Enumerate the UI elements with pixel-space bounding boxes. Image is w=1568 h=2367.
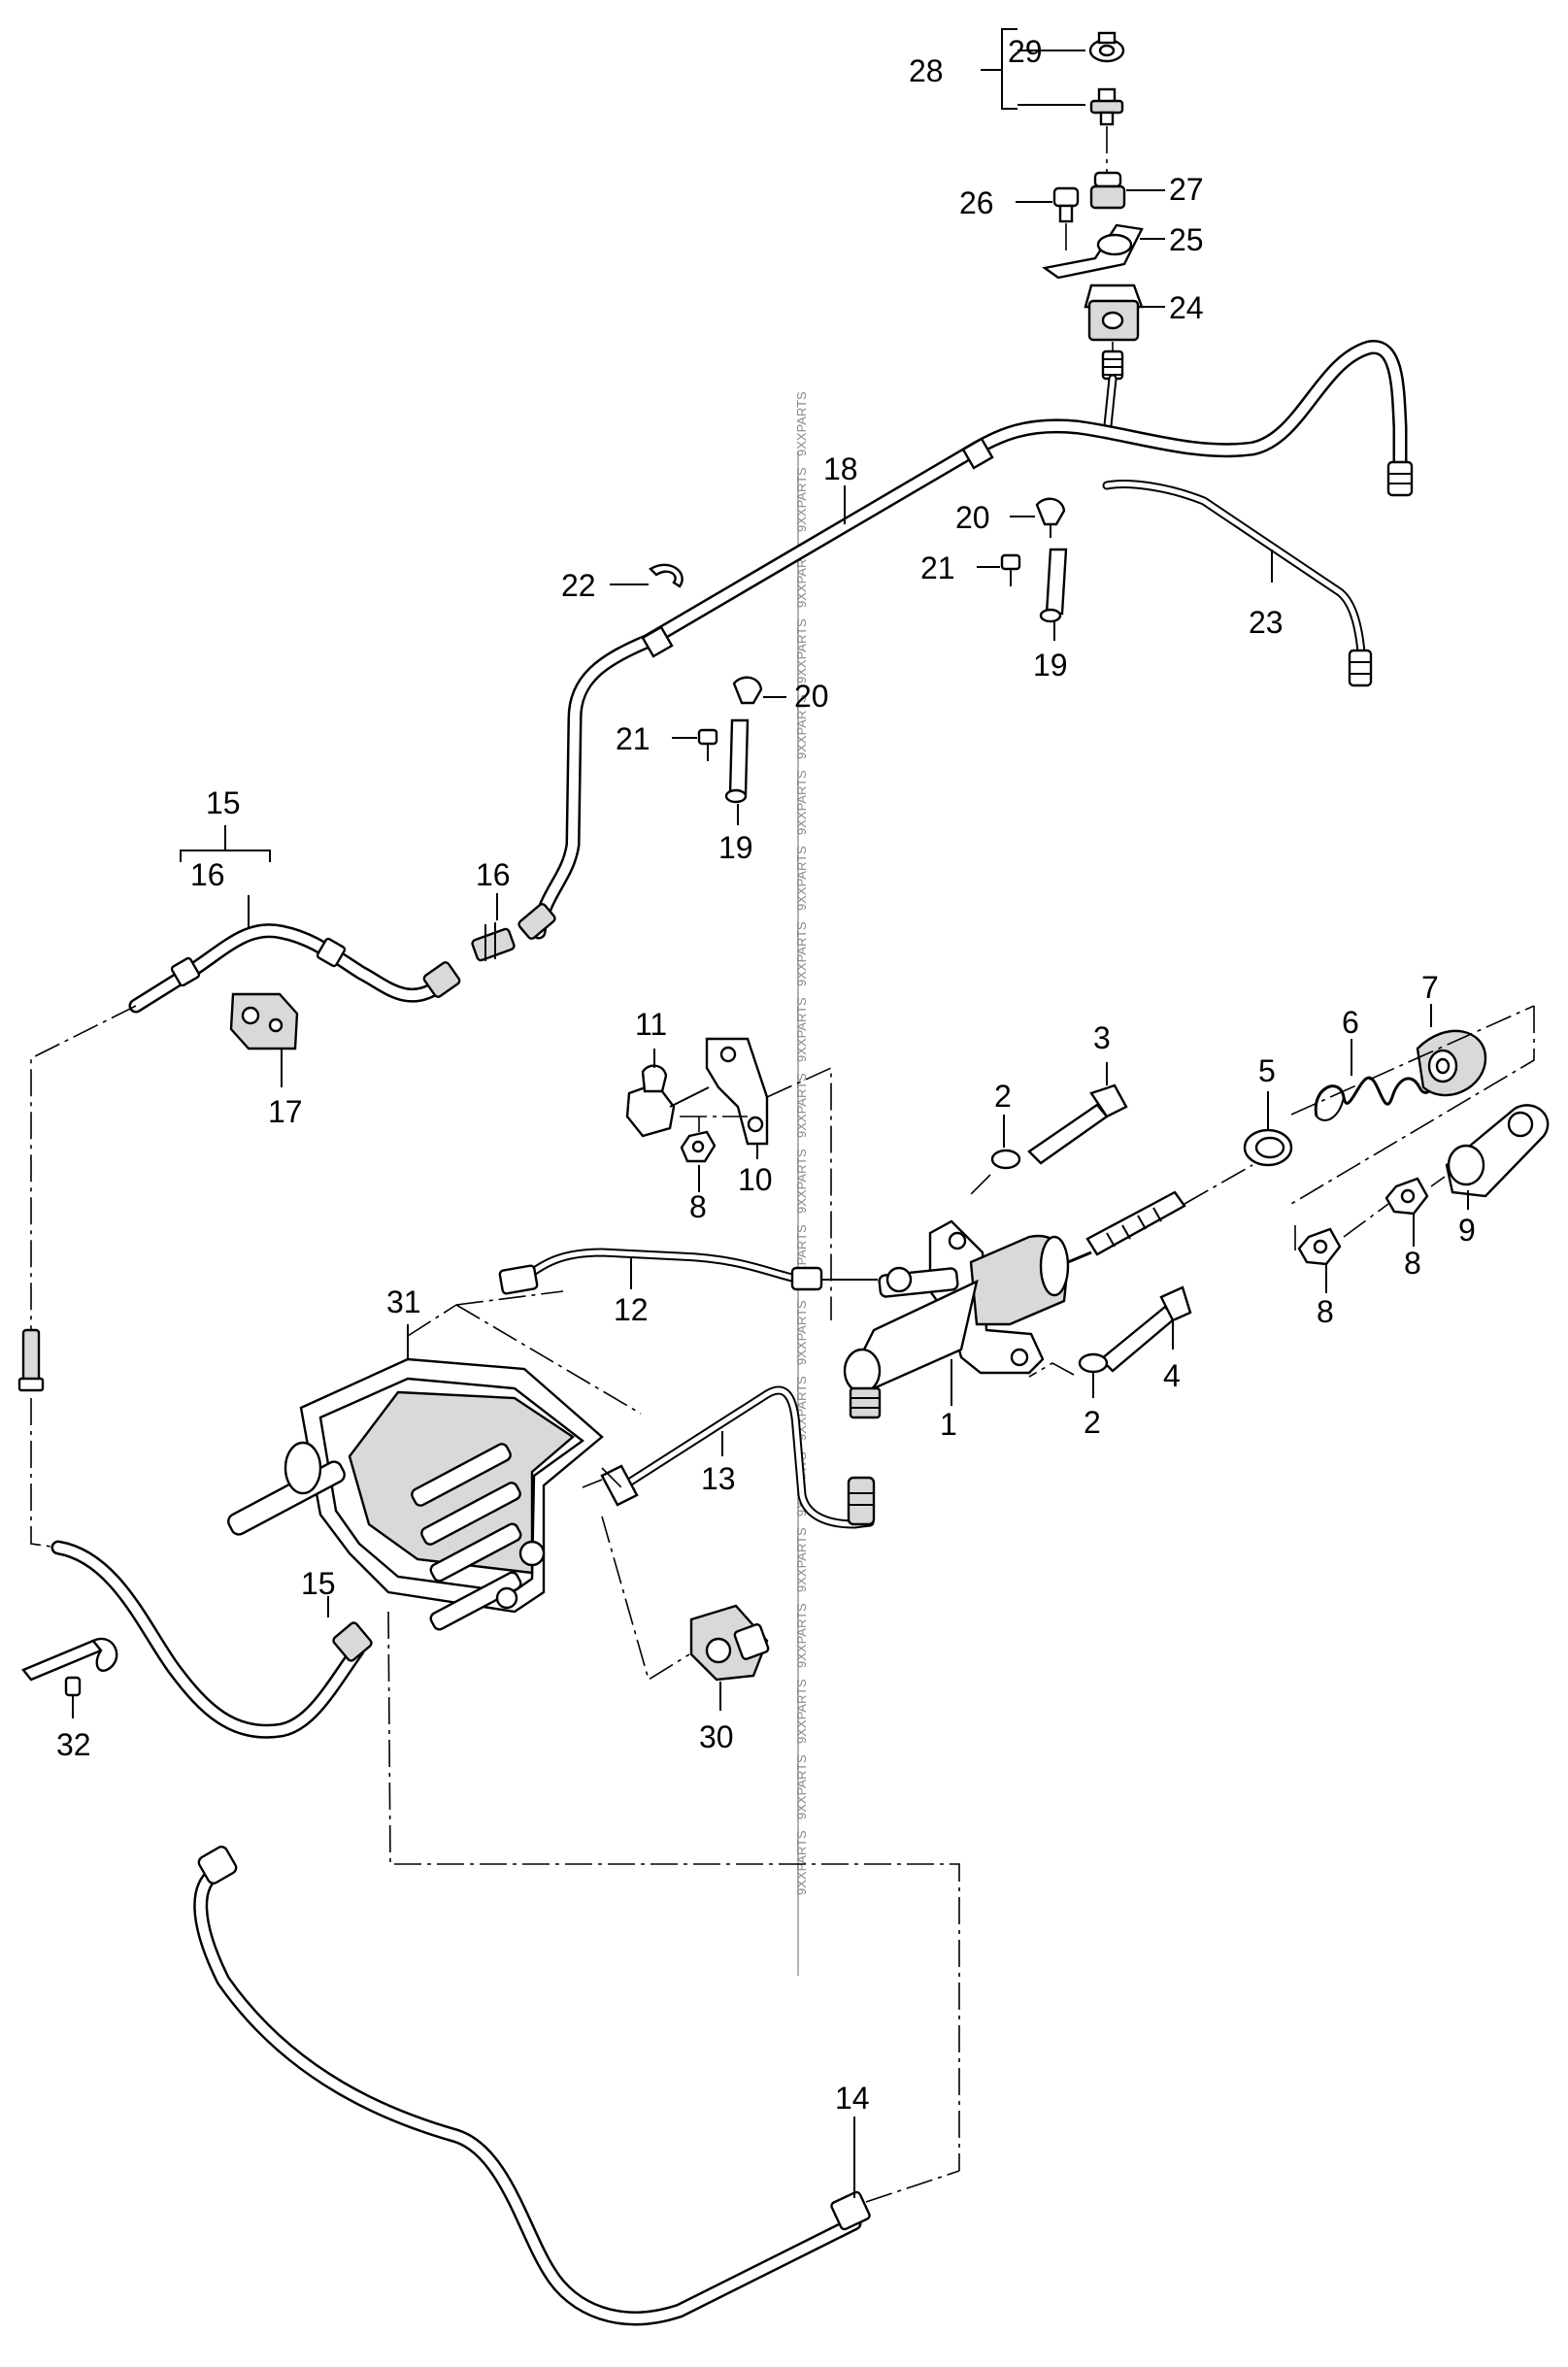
- watermark-text: 9XXPARTS: [794, 1300, 809, 1365]
- pipe-18: [517, 340, 1414, 940]
- watermark-text: 9XXPARTS: [794, 1679, 809, 1744]
- clip-22-icon: [610, 563, 684, 588]
- adapter-27-icon: [1089, 171, 1165, 210]
- circlip-5-icon: [1243, 1091, 1293, 1167]
- fitting-assembly: [981, 28, 1165, 381]
- callout-7: 7: [1421, 970, 1439, 1005]
- watermark-text: 9XXPARTS: [794, 618, 809, 683]
- callout-16: 16: [476, 857, 511, 892]
- callout-25: 25: [1169, 222, 1204, 257]
- bleed-nipple-icon: [1089, 87, 1124, 126]
- watermark-text: 9XXPARTS: [794, 997, 809, 1062]
- watermark-text: 9XXPARTS: [794, 921, 809, 986]
- watermark-text: 9XXPARTS: [794, 467, 809, 532]
- callout-17: 17: [268, 1094, 303, 1129]
- spring-6-icon: [1314, 1039, 1443, 1121]
- callout-20: 20: [955, 500, 990, 535]
- callout-18: 18: [823, 451, 858, 486]
- slave-cylinder-31-icon: [227, 1304, 960, 2171]
- callout-8: 8: [1404, 1246, 1421, 1281]
- bolt-26-icon: [1016, 186, 1080, 254]
- callout-31: 31: [386, 1284, 421, 1319]
- hose-15-lower: [50, 1540, 373, 1739]
- callout-15: 15: [301, 1566, 336, 1601]
- callout-22: 22: [561, 568, 596, 603]
- connector-16-icon: [471, 893, 516, 962]
- callout-8: 8: [1317, 1294, 1334, 1329]
- master-cylinder-1-icon: [843, 1219, 1070, 1419]
- watermark-text: 9XXPARTS: [794, 846, 809, 911]
- union-nut-icon: [517, 903, 556, 940]
- callout-24: 24: [1169, 290, 1204, 325]
- callout-21: 21: [920, 550, 955, 585]
- watermark-text: 9XXPARTS: [794, 1149, 809, 1214]
- callout-21: 21: [616, 721, 651, 756]
- clip-24-icon: [1084, 283, 1165, 342]
- callout-19: 19: [1033, 648, 1068, 683]
- nut-8-right-icon: [1294, 1176, 1446, 1293]
- callout-26: 26: [959, 185, 994, 220]
- washer-29-icon: [1088, 31, 1125, 63]
- callout-6: 6: [1342, 1005, 1359, 1040]
- block-17-icon: [229, 992, 299, 1087]
- pipe-12: [455, 1248, 878, 1306]
- pipe-13: [582, 1385, 876, 1529]
- callout-23: 23: [1249, 605, 1284, 640]
- clevis-9-icon: [1445, 1104, 1550, 1210]
- callout-2: 2: [1084, 1405, 1101, 1440]
- dash-left: [30, 1005, 137, 1549]
- watermark-text: 9XXPARTS: [794, 391, 809, 456]
- callout-16: 16: [190, 857, 225, 892]
- push-rod-icon: [1067, 1164, 1253, 1264]
- watermark-text: 9XXPARTS: [794, 1603, 809, 1668]
- hose-14: [193, 1846, 960, 2326]
- callout-10: 10: [738, 1162, 773, 1197]
- callout-1: 1: [940, 1407, 957, 1442]
- callout-28: 28: [909, 53, 944, 88]
- callout-30: 30: [699, 1719, 734, 1754]
- holder-19-lower-icon: [672, 676, 786, 825]
- bracket-10-group: [625, 1037, 832, 1320]
- cap-7-icon: [1416, 1004, 1487, 1097]
- watermark-text: 9XXPARTS: [794, 1830, 809, 1895]
- bracket-25-icon: [1042, 223, 1165, 280]
- cable-tie-32-icon: [21, 1637, 118, 1718]
- callout-13: 13: [701, 1461, 736, 1496]
- bolt-3-icon: [970, 1062, 1128, 1195]
- watermark-text: 9XXPARTS: [794, 1527, 809, 1592]
- callout-4: 4: [1163, 1358, 1181, 1393]
- watermark-strip: 9XXPARTS 9XXPARTS 9XXPARTS 9XXPARTS 9XXPARTS…: [794, 391, 809, 1976]
- watermark-text: 9XXPARTS: [794, 1073, 809, 1138]
- callout-27: 27: [1169, 172, 1204, 207]
- callout-2: 2: [994, 1079, 1012, 1114]
- callout-8: 8: [689, 1189, 707, 1224]
- bolt-4-icon: [1028, 1285, 1192, 1398]
- callout-9: 9: [1458, 1213, 1476, 1248]
- callout-5: 5: [1258, 1053, 1276, 1088]
- callout-20: 20: [794, 679, 829, 714]
- callout-29: 29: [1008, 34, 1043, 69]
- watermark-text: 9XXPARTS: [794, 694, 809, 759]
- callout-19: 19: [718, 830, 753, 865]
- watermark-text: 9XXPARTS: [794, 1754, 809, 1819]
- callout-15: 15: [206, 785, 241, 820]
- callout-3: 3: [1093, 1020, 1111, 1055]
- callout-14: 14: [835, 2081, 870, 2116]
- holder-19-upper-icon: [977, 497, 1068, 641]
- watermark-text: 9XXPARTS: [794, 770, 809, 835]
- hose-15-16: [128, 825, 461, 1014]
- connector-left-icon: [17, 1328, 45, 1392]
- callout-12: 12: [614, 1292, 649, 1327]
- pipe-23: [1102, 480, 1373, 687]
- sensor-30-icon: [689, 1604, 770, 1711]
- callout-32: 32: [56, 1727, 91, 1762]
- callout-11: 11: [635, 1007, 667, 1042]
- callout-labels: 1 2 2 3 4 5 6 7 8 8 8 9 10 11 12 13 14 1…: [56, 34, 1476, 2116]
